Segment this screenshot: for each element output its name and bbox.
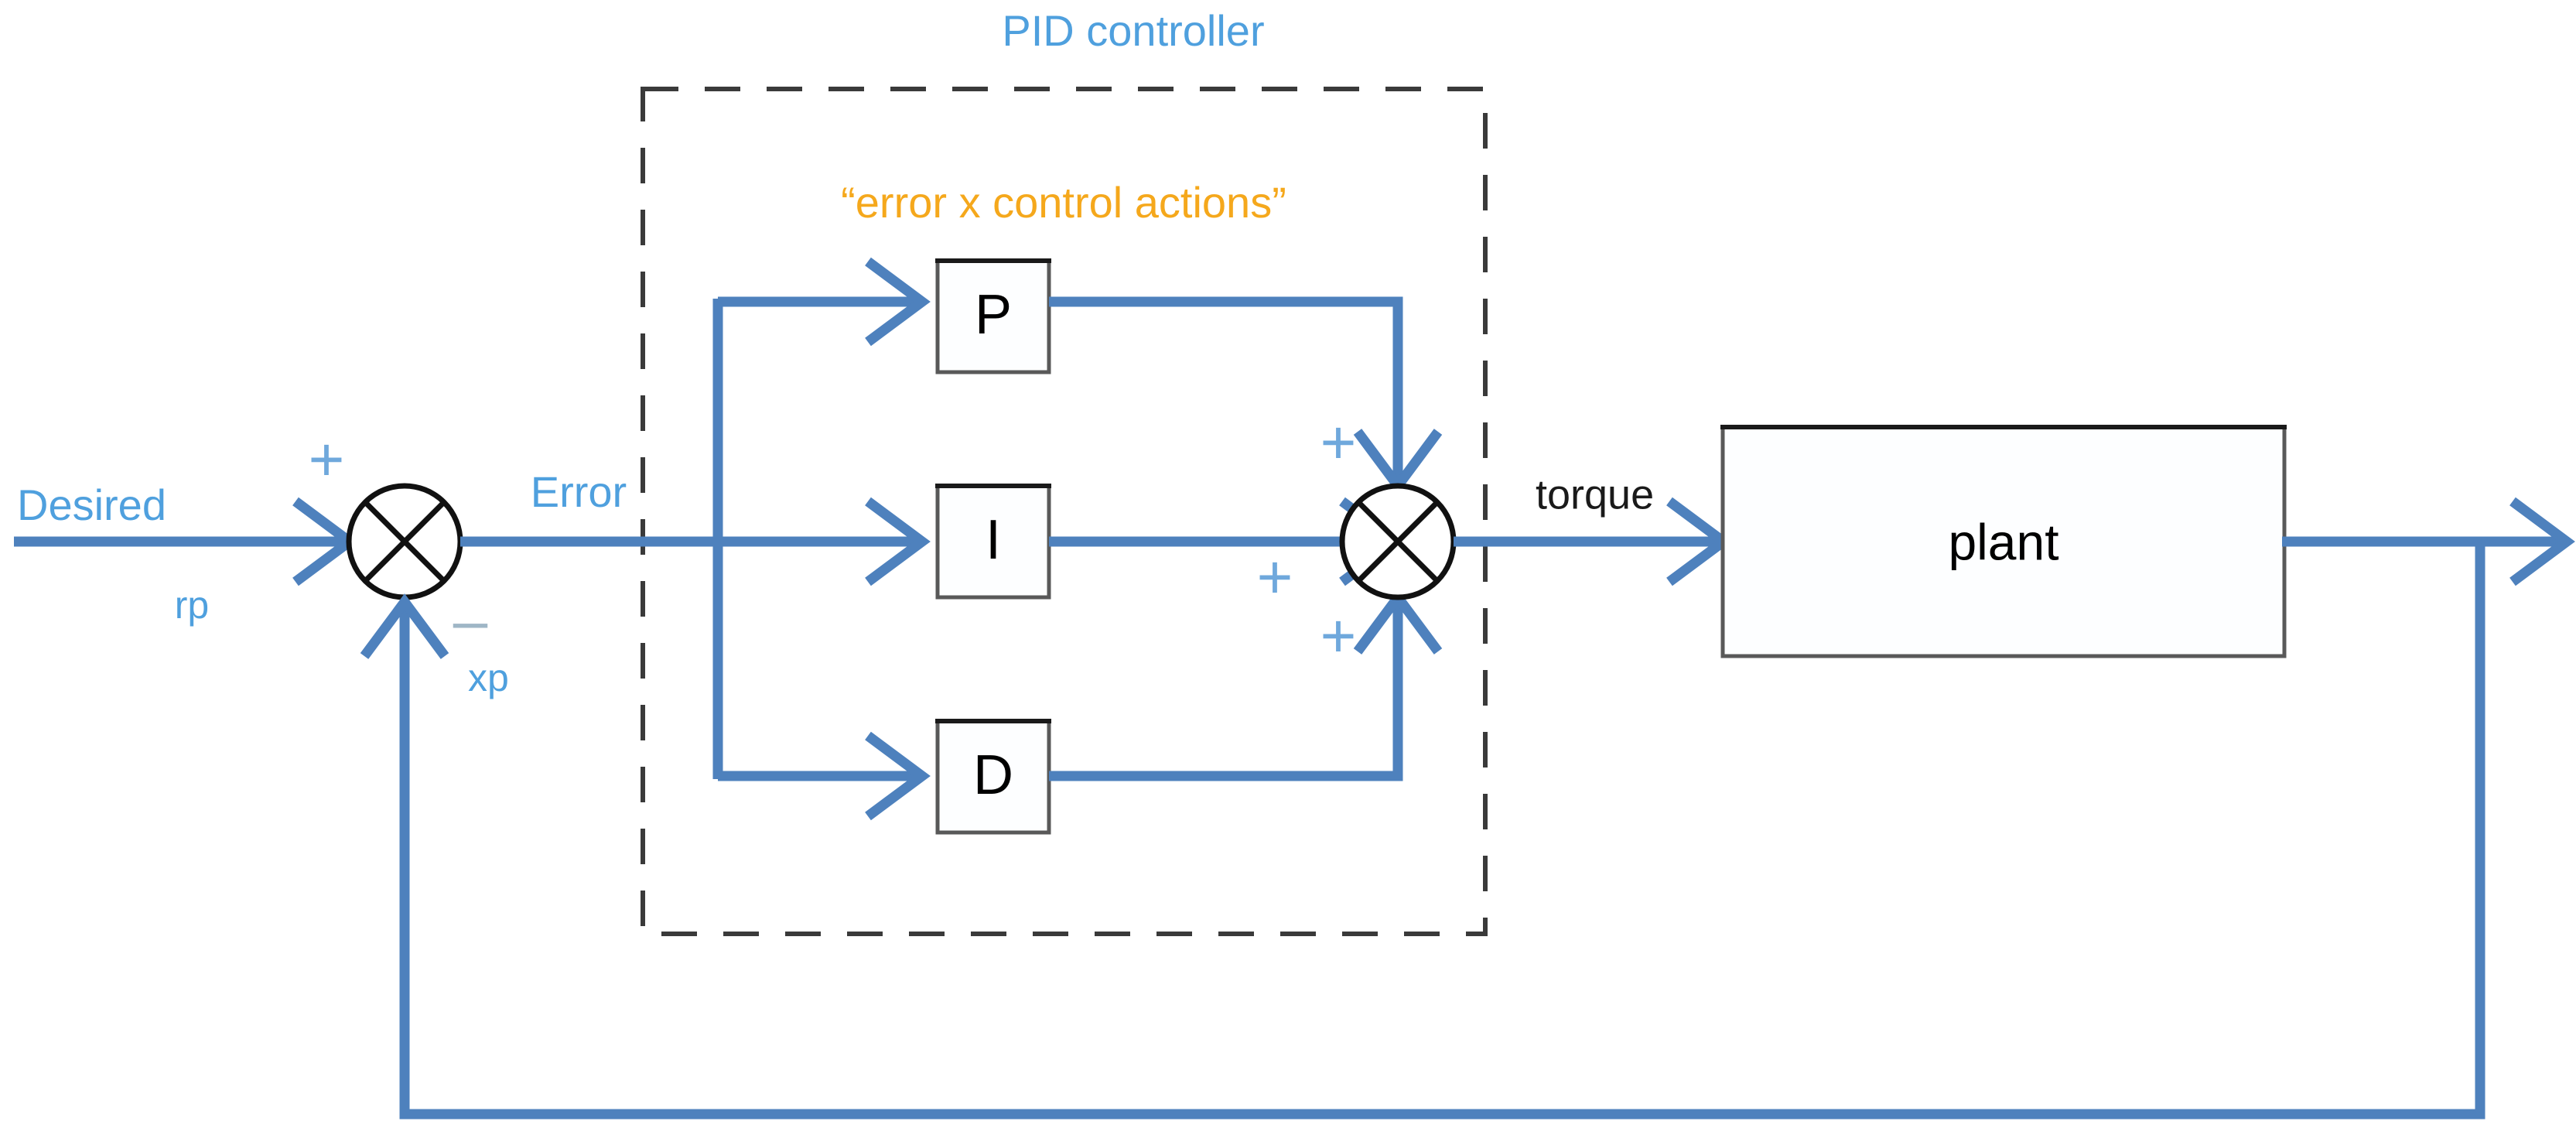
block-i[interactable]: [935, 484, 1051, 600]
pid-controller-boundary: [641, 87, 1488, 936]
desired-label: Desired: [17, 480, 166, 529]
error-x-control-actions-note: “error x control actions”: [841, 178, 1286, 227]
control-sum-bottom-plus-sign: +: [1320, 601, 1357, 670]
block-p[interactable]: [935, 258, 1051, 374]
xp-label: xp: [468, 656, 509, 699]
feedback-arrowhead-icon: [360, 593, 449, 659]
p-input-arrowhead-icon: [865, 257, 931, 347]
control-sum-cross-b-icon: [1356, 500, 1440, 583]
block-d[interactable]: [935, 719, 1051, 835]
rp-label: rp: [175, 583, 209, 627]
block-plant[interactable]: [1720, 425, 2287, 658]
input-plus-sign: +: [309, 425, 345, 494]
block-i-label: I: [986, 509, 1001, 571]
block-p-label: P: [975, 284, 1012, 346]
p-output-line: [1049, 296, 1403, 486]
block-d-label: D: [973, 744, 1013, 806]
control-sum-left-plus-sign: +: [1257, 542, 1293, 611]
block-plant-label: plant: [1948, 513, 2058, 570]
control-sum-top-plus-sign: +: [1320, 408, 1357, 477]
pid-controller-title: PID controller: [1002, 6, 1264, 55]
plant-output-arrowhead-icon: [2509, 497, 2575, 586]
d-output-line: [1049, 597, 1403, 781]
torque-label: torque: [1536, 471, 1654, 518]
feedback-minus-sign: –: [453, 586, 488, 655]
d-input-arrowhead-icon: [865, 731, 931, 821]
i-input-arrowhead-icon: [865, 497, 931, 586]
error-label: Error: [531, 467, 627, 516]
error-sum-cross-b-icon: [363, 500, 446, 583]
feedback-path: [399, 542, 2485, 1120]
